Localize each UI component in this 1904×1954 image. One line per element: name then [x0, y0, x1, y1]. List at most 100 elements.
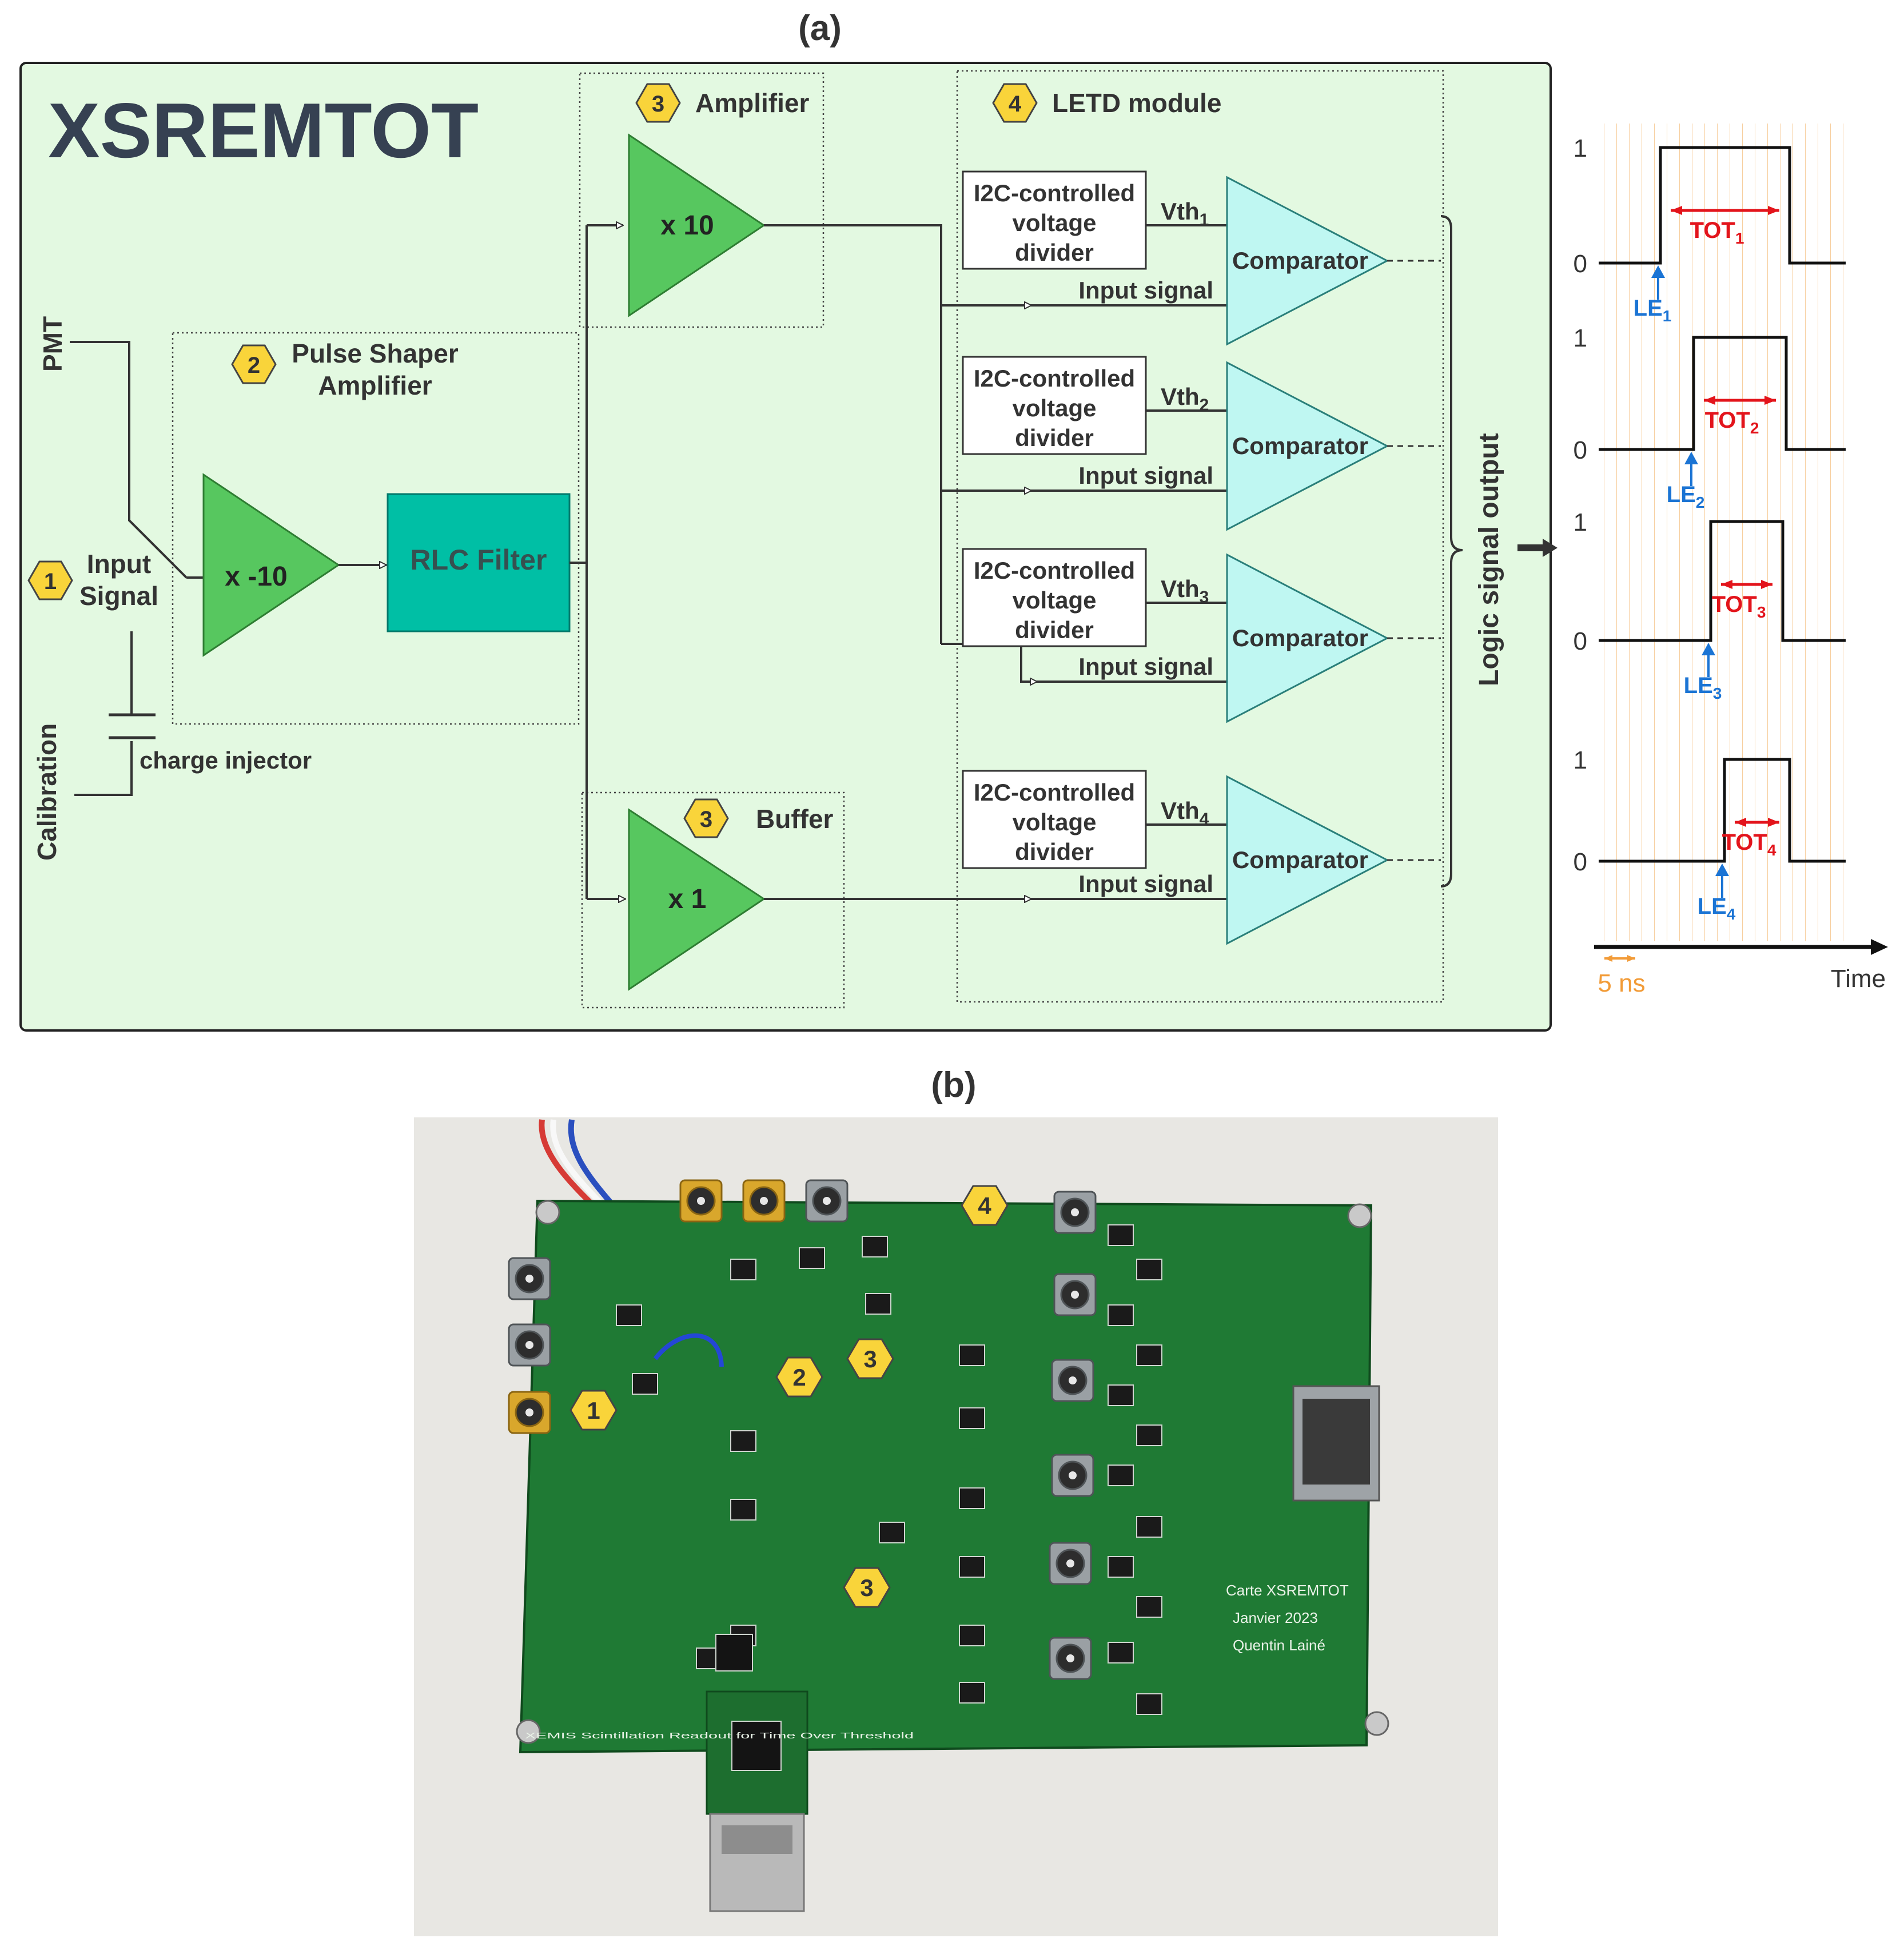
screw-bottom-right [1364, 1711, 1389, 1736]
bnc-connector-pin-7 [1071, 1208, 1079, 1216]
time-axis-arrowhead [1871, 939, 1888, 955]
buffer-gain: x 1 [668, 884, 707, 914]
voltage-divider-text-1-1: I2C-controlled [974, 180, 1135, 206]
tot-label-2: TOT2 [1705, 408, 1759, 437]
voltage-divider-text-1-2: voltage [1012, 209, 1096, 236]
photo-badge-number-4: 3 [860, 1574, 873, 1601]
screw-top-right [1347, 1203, 1372, 1228]
badge-1-number: 1 [44, 569, 57, 594]
logic-pulse-1 [1599, 146, 1846, 265]
logic-pulse-2 [1599, 336, 1846, 451]
tot-subscript-4: 4 [1767, 841, 1776, 859]
photo-badge-hexagon-4 [843, 1567, 891, 1608]
photo-badge-number-1: 1 [587, 1397, 600, 1424]
pmt-wire [70, 341, 188, 579]
badge-3-buffer-number: 3 [700, 807, 712, 832]
le-arrow-head-3 [1702, 643, 1715, 655]
comparator-triangle-3 [1226, 553, 1389, 723]
panel-b-label: (b) [931, 1065, 976, 1105]
pcb-footer-text: XEMIS Scintillation Readout for Time Ove… [525, 1731, 914, 1741]
panel-a-label: (a) [798, 9, 842, 48]
usb-adapter-chip [731, 1721, 782, 1771]
photo-badge-number-3: 3 [863, 1346, 877, 1372]
voltage-divider-text-2-3: divider [1015, 424, 1094, 451]
bnc-connector-pin-4 [525, 1275, 533, 1283]
level-high-label-3: 1 [1574, 508, 1587, 536]
photo-badge-hexagon-3 [846, 1338, 894, 1379]
logic-output-label: Logic signal output [1474, 433, 1504, 686]
le-arrow-head-1 [1651, 265, 1665, 278]
le-subscript-4: 4 [1727, 905, 1736, 923]
le-arrow-head-2 [1684, 452, 1698, 464]
badge-2-number: 2 [248, 353, 260, 378]
silkscreen-line-1: Carte XSREMTOT [1226, 1582, 1349, 1599]
screw-top-left [535, 1200, 560, 1225]
pcb-chip-4 [799, 1247, 825, 1269]
le-arrow-head-4 [1715, 863, 1729, 876]
input-signal-label-4: Input signal [1078, 870, 1213, 897]
level-low-label-3: 0 [1574, 627, 1587, 655]
level-low-label-2: 0 [1574, 436, 1587, 464]
output-brace [1440, 215, 1463, 888]
timing-grid [1601, 124, 1853, 941]
pcb-chip-9 [879, 1522, 905, 1543]
blue-jumper-wire [653, 1333, 724, 1367]
level-high-label-4: 1 [1574, 746, 1587, 774]
logic-pulse-3 [1599, 520, 1846, 642]
pcb-chip-14 [959, 1625, 985, 1646]
pcb-chip-16 [1108, 1224, 1134, 1246]
vth-subscript-3: 3 [1200, 588, 1209, 607]
pcb-chip-19 [1108, 1464, 1134, 1486]
pulse-shaper-title-line1: Pulse Shaper [292, 339, 459, 368]
input-signal-label-1: Input signal [1078, 277, 1213, 304]
wire-amp-to-comparators [764, 224, 942, 644]
pcb-chip-22 [1136, 1259, 1162, 1280]
pulse-shaper-group [172, 332, 580, 725]
pulse-shaper-title-line2: Amplifier [318, 371, 432, 400]
photo-badge-hexagon-1 [569, 1390, 618, 1431]
level-high-label-1: 1 [1574, 134, 1587, 162]
voltage-divider-box-1 [962, 170, 1147, 270]
input-signal-label-line1: Input [87, 549, 151, 579]
output-arrow-head [1543, 539, 1558, 557]
bnc-connector-pin-8 [1071, 1291, 1079, 1299]
voltage-divider-text-2-2: voltage [1012, 395, 1096, 421]
badge-4-number: 4 [1009, 91, 1022, 117]
voltage-divider-text-3-3: divider [1015, 616, 1094, 643]
buffer-x1-triangle [628, 808, 766, 991]
pcb-chip-15 [959, 1682, 985, 1704]
vth-subscript-2: 2 [1200, 396, 1209, 415]
tot-subscript-3: 3 [1757, 603, 1766, 621]
pcb-chip-2 [632, 1373, 658, 1395]
rlc-filter-label: RLC Filter [411, 544, 547, 576]
letd-group [956, 70, 1444, 1003]
buffer-group [581, 791, 845, 1009]
badge-2-hexagon [231, 344, 277, 384]
pcb-chip-3 [730, 1259, 756, 1280]
pcb-chip-26 [1136, 1596, 1162, 1618]
bnc-connector-pin-3 [823, 1197, 831, 1205]
letd-channels: I2C-controlledvoltagedividerVth1Comparat… [962, 170, 1441, 945]
tot-label-1: TOT1 [1690, 218, 1744, 247]
comparator-triangle-4 [1226, 775, 1389, 945]
comparator-label-1: Comparator [1232, 247, 1368, 274]
pcb-connectors [508, 1179, 1097, 1680]
comparator-triangle-2 [1226, 361, 1389, 531]
pcb-chip-21 [1108, 1642, 1134, 1664]
voltage-divider-text-4-2: voltage [1012, 809, 1096, 835]
pcb-chip-11 [959, 1407, 985, 1429]
comparator-label-2: Comparator [1232, 432, 1368, 459]
bnc-connector-pin-12 [1066, 1654, 1074, 1662]
comparator-triangle-1 [1226, 176, 1389, 346]
bnc-connector-pin-9 [1069, 1376, 1077, 1384]
pcb-chip-5 [862, 1236, 888, 1257]
calibration-wire [74, 741, 133, 796]
pcb-chip-1 [616, 1304, 642, 1326]
input-signal-label-line2: Signal [79, 581, 158, 611]
input-signal-label-2: Input signal [1078, 462, 1213, 489]
badge-3-amplifier-number: 3 [652, 91, 664, 117]
bnc-connector-pin-5 [525, 1341, 533, 1349]
silkscreen-line-3: Quentin Lainé [1233, 1637, 1325, 1654]
pcb-chip-8 [865, 1293, 891, 1315]
